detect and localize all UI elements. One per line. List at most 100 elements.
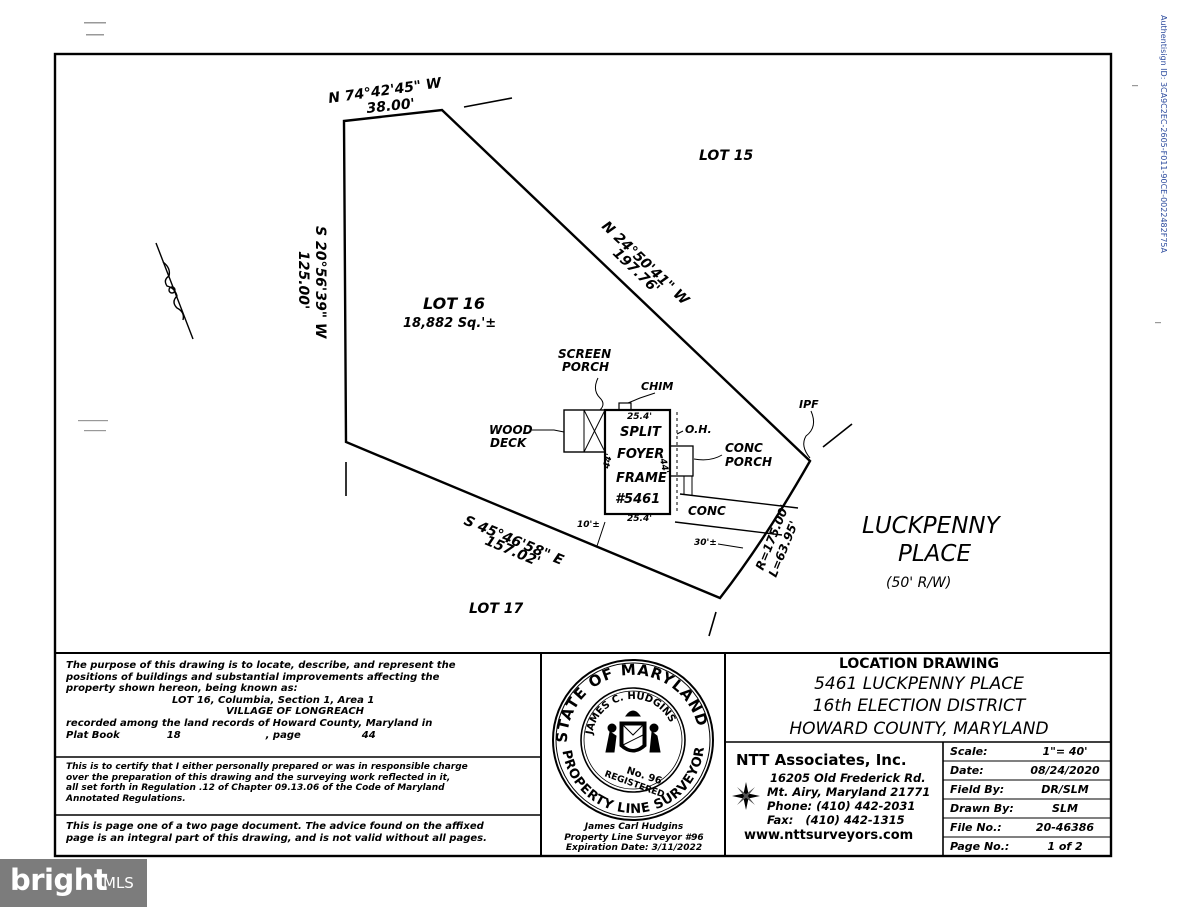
surveyor-name: James Carl Hudgins xyxy=(584,822,684,832)
lot-line-extension-south xyxy=(708,611,717,637)
page-no-value: 1 of 2 xyxy=(1047,840,1083,853)
chimney-shape xyxy=(618,402,632,411)
field-row-drawn-by: Drawn By: SLM xyxy=(946,800,1112,817)
purpose-line-5: VILLAGE OF LONGREACH xyxy=(226,706,365,718)
west-bearing: S 20°56'39" W xyxy=(312,226,328,339)
ne-bearing: N 24°50'41" W xyxy=(598,218,692,309)
driveway-label: CONC xyxy=(688,504,726,518)
notice-block: This is page one of a two page document.… xyxy=(66,821,536,845)
surveyor-expiration: Expiration Date: 3/11/2022 xyxy=(565,843,703,853)
conc-porch-label-2: PORCH xyxy=(725,455,772,469)
lot-16-boundary xyxy=(342,108,812,600)
chim-leader xyxy=(627,392,656,404)
ipf-leader xyxy=(803,410,815,459)
compass-rose-icon xyxy=(732,782,760,810)
company-phone: Phone: (410) 442-2031 xyxy=(767,799,916,813)
west-distance: 125.00' xyxy=(295,251,311,309)
wood-deck-label-1: WOOD xyxy=(489,423,533,437)
location-district: 16th ELECTION DISTRICT xyxy=(812,696,1026,716)
driveway-edge-1 xyxy=(679,493,799,509)
company-street: 16205 Old Frederick Rd. xyxy=(770,771,926,785)
house-footprint xyxy=(603,408,672,516)
company-city: Mt. Airy, Maryland 21771 xyxy=(767,785,931,799)
watermark-brand: bright xyxy=(10,863,108,897)
certify-line-2: over the preparation of this drawing and… xyxy=(66,772,451,783)
street-right-of-way: (50' R/W) xyxy=(886,575,951,591)
lot-16-label: LOT 16 xyxy=(423,294,485,313)
bright-mls-watermark: bright MLS xyxy=(0,859,147,907)
lot-17-label: LOT 17 xyxy=(469,601,523,617)
page-label: , page xyxy=(265,729,301,741)
sheet-border xyxy=(53,52,1113,858)
company-fax: Fax: (410) 442-1315 xyxy=(767,813,905,827)
north-distance: 38.00' xyxy=(366,96,416,117)
purpose-line-1: The purpose of this drawing is to locate… xyxy=(66,660,456,671)
page-number: 44 xyxy=(361,729,376,741)
plat-book-label: Plat Book xyxy=(66,729,120,741)
conc-porch-label-1: CONC xyxy=(725,441,763,455)
driveway-edge-2 xyxy=(674,521,783,536)
house-top-dim: 25.4' xyxy=(627,412,652,422)
fields-grid xyxy=(943,760,1111,838)
scale-label: Scale: xyxy=(950,745,988,758)
screen-porch-label-1: SCREEN xyxy=(558,347,611,361)
authentisign-id: Authentisign ID: 3CA9C2EC-2605-F011-90CE… xyxy=(1159,15,1168,254)
lot-15-label: LOT 15 xyxy=(699,148,753,164)
setback-right: 30'± xyxy=(694,538,717,548)
purpose-line-7: Plat Book 18 , page 44 xyxy=(66,730,536,742)
field-row-page-no: Page No.: 1 of 2 xyxy=(946,838,1112,855)
location-address: 5461 LUCKPENNY PLACE xyxy=(814,674,1024,694)
house-side-right: 44' xyxy=(657,457,670,475)
screen-porch-label-2: PORCH xyxy=(562,360,609,374)
purpose-line-2: positions of buildings and substantial i… xyxy=(66,671,440,683)
setback-left: 10'± xyxy=(577,520,600,530)
certification-block: This is to certify that I either persona… xyxy=(66,762,536,804)
north-arrow-icon xyxy=(155,242,194,340)
certify-line-3: all set forth in Regulation .12 of Chapt… xyxy=(66,783,445,794)
date-label: Date: xyxy=(950,764,984,777)
field-row-field-by: Field By: DR/SLM xyxy=(946,781,1112,798)
purpose-line-4: LOT 16, Columbia, Section 1, Area 1 xyxy=(172,694,375,706)
scale-value: 1"= 40' xyxy=(1042,745,1088,758)
lot-16-area: 18,882 Sq.'± xyxy=(403,316,496,331)
lot-line-extension-north xyxy=(463,97,513,108)
drawn-by-value: SLM xyxy=(1052,802,1078,815)
surveyor-block: James Carl Hudgins Property Line Surveyo… xyxy=(547,822,721,854)
purpose-line-3: property shown hereon, being known as: xyxy=(66,683,298,695)
seal-crest-icon xyxy=(605,710,661,753)
file-no-label: File No.: xyxy=(950,821,1002,834)
certify-line-1: This is to certify that I either persona… xyxy=(66,762,468,772)
surveyor-license: Property Line Surveyor #96 xyxy=(564,832,704,843)
street-name-1: LUCKPENNY xyxy=(862,513,1002,539)
location-county: HOWARD COUNTY, MARYLAND xyxy=(789,719,1049,739)
street-name-2: PLACE xyxy=(898,541,971,567)
watermark-suffix: MLS xyxy=(103,874,134,892)
field-by-value: DR/SLM xyxy=(1041,783,1089,796)
oh-label: O.H. xyxy=(685,423,712,436)
wood-deck-label-2: DECK xyxy=(490,436,528,450)
field-by-label: Field By: xyxy=(950,783,1005,796)
chim-label: CHIM xyxy=(641,380,673,393)
date-value: 08/24/2020 xyxy=(1030,764,1100,777)
field-row-scale: Scale: 1"= 40' xyxy=(946,743,1112,760)
setback-leader-right xyxy=(717,543,744,549)
notice-line-1: This is page one of a two page document.… xyxy=(66,821,484,832)
file-no-value: 20-46386 xyxy=(1035,821,1095,834)
setback-leader-left xyxy=(596,521,606,547)
oh-leader xyxy=(676,430,684,435)
conc-porch-leader xyxy=(693,454,723,461)
purpose-block: The purpose of this drawing is to locate… xyxy=(66,660,536,741)
house-bottom-dim: 25.4' xyxy=(627,514,652,524)
house-side-left: 44' xyxy=(602,453,615,471)
field-row-file-no: File No.: 20-46386 xyxy=(946,819,1112,836)
purpose-line-6: recorded among the land records of Howar… xyxy=(66,717,433,729)
house-label-2: FOYER xyxy=(617,447,664,462)
house-label-3: FRAME xyxy=(616,471,667,486)
lot-line-extension-east xyxy=(822,423,853,448)
certify-line-4: Annotated Regulations. xyxy=(66,793,186,804)
drawn-by-label: Drawn By: xyxy=(950,802,1014,815)
company-website[interactable]: www.nttsurveyors.com xyxy=(744,828,914,843)
notice-line-2: page is an integral part of this drawing… xyxy=(66,833,487,844)
house-label-4: #5461 xyxy=(615,492,660,507)
screen-porch-leader xyxy=(594,377,604,411)
